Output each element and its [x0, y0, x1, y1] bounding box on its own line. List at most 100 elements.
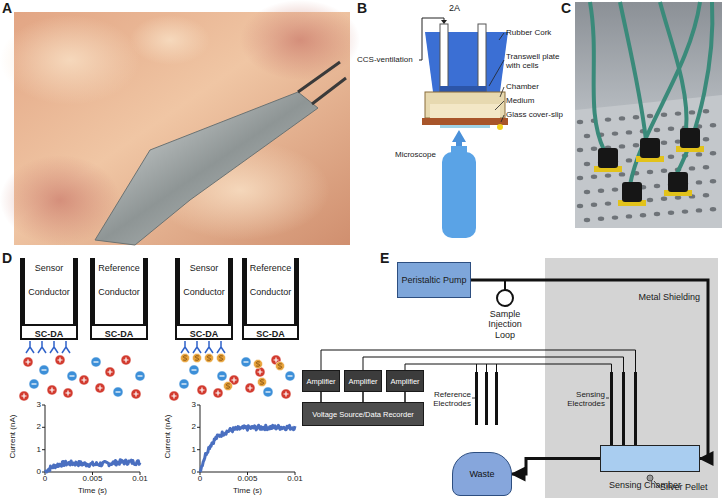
charge-sign [244, 361, 249, 362]
setup-wiring [475, 372, 478, 425]
charge-sign [70, 375, 75, 376]
incubator-photo [660, 2, 687, 130]
ion [217, 371, 227, 381]
axis-tick: 1 [180, 445, 196, 454]
axis-tick: 0.005 [75, 474, 111, 483]
ion [254, 360, 263, 369]
node-text: Peristaltic Pump [401, 275, 466, 285]
shelf-hole [696, 180, 702, 184]
node-text: Sensor [180, 263, 228, 273]
shelf-hole [633, 115, 639, 119]
ion [79, 375, 89, 385]
ion [181, 354, 190, 363]
shelf-hole [654, 184, 660, 188]
node-text: Conductor [180, 287, 228, 297]
shelf-hole [668, 211, 674, 215]
ion [135, 371, 145, 381]
part-label: Glass cover-slip [506, 110, 574, 119]
shelf-hole [584, 162, 590, 166]
charge-sign [172, 394, 177, 399]
incubator-photo [668, 172, 688, 192]
electrode-surface [26, 341, 225, 353]
shelf-hole [675, 195, 681, 199]
shelf-hole [710, 123, 716, 127]
charge-sign [200, 388, 205, 393]
chamber-schematic [499, 33, 504, 40]
sc-da-layer: SC-DA [20, 324, 78, 340]
axis-title: Time (s) [218, 486, 278, 495]
ion [197, 385, 207, 395]
node-text: Metal Shielding [638, 292, 700, 302]
incubator-photo [590, 2, 604, 150]
electrode-surface [62, 341, 70, 353]
tissue-photo [298, 62, 346, 104]
analyte-mark [226, 384, 230, 388]
chamber-schematic [422, 118, 508, 125]
plot-axes [42, 405, 140, 475]
shelf-hole [668, 127, 674, 131]
chamber-schematic [419, 18, 508, 238]
ion [47, 385, 57, 395]
charge-sign [288, 375, 293, 376]
ion [245, 383, 255, 393]
incubator-photo [640, 138, 660, 158]
charge-sign [108, 370, 113, 375]
sc-da-layer: SC-DA [175, 324, 233, 340]
shelf-hole [577, 176, 583, 180]
shelf-hole [703, 137, 709, 141]
shelf-hole [633, 143, 639, 147]
shelf-hole [598, 189, 604, 193]
panel-letter: B [357, 0, 373, 16]
part-label: Rubber Cork [506, 28, 572, 37]
analyte-mark [278, 364, 282, 368]
chamber-schematic [495, 101, 504, 110]
sensor-electrode: SensorConductorSC-DA [20, 258, 78, 340]
axis-tick: 0 [180, 467, 196, 476]
charge-sign [116, 391, 121, 392]
charge-sign [58, 358, 63, 363]
plot-axes [197, 405, 295, 475]
charge-sign [124, 358, 129, 363]
plot-axes [45, 405, 140, 472]
setup-wiring [485, 372, 488, 425]
shelf-hole [661, 141, 667, 145]
shelf-hole [605, 201, 611, 205]
amplifier-box: Amplifier [386, 370, 424, 392]
amplifier-box: Amplifier [302, 370, 340, 392]
fluid-pipe [512, 459, 600, 475]
charge-sign [94, 361, 99, 362]
shelf-hole [703, 165, 709, 169]
shelf-hole [710, 207, 716, 211]
chamber-schematic [419, 18, 444, 60]
chamber-schematic [478, 24, 486, 96]
node-text: Reference [95, 263, 143, 273]
panel-letter: A [2, 0, 18, 16]
axis-tick: 0 [25, 467, 41, 476]
pump-box: Peristaltic Pump [397, 262, 470, 298]
incubator-photo [676, 2, 712, 175]
shielding-region: Metal ShieldingSensing Chamber [545, 258, 718, 498]
reference-electrode: ReferenceConductorSC-DA [90, 258, 148, 340]
shelf-hole [710, 179, 716, 183]
ion [29, 379, 39, 389]
ion [258, 378, 267, 387]
shelf-hole [591, 203, 597, 207]
shelf-hole [654, 212, 660, 216]
chamber-schematic [440, 125, 490, 128]
ion-particles [19, 354, 295, 402]
chamber-schematic [430, 104, 500, 118]
ion [95, 383, 105, 393]
current-trace [45, 460, 140, 472]
electrode-surface [181, 341, 189, 353]
axis-tick: 0 [27, 474, 63, 483]
chamber-schematic [442, 152, 476, 238]
node-text: Conductor [95, 287, 143, 297]
incubator-photo [598, 128, 700, 202]
charge-sign [66, 391, 71, 396]
part-label: Reference Electrodes [427, 390, 471, 408]
incubator-photo [630, 2, 700, 185]
incubator-photo [575, 2, 722, 228]
part-label: Medium [506, 96, 570, 105]
charge-sign [98, 386, 103, 391]
